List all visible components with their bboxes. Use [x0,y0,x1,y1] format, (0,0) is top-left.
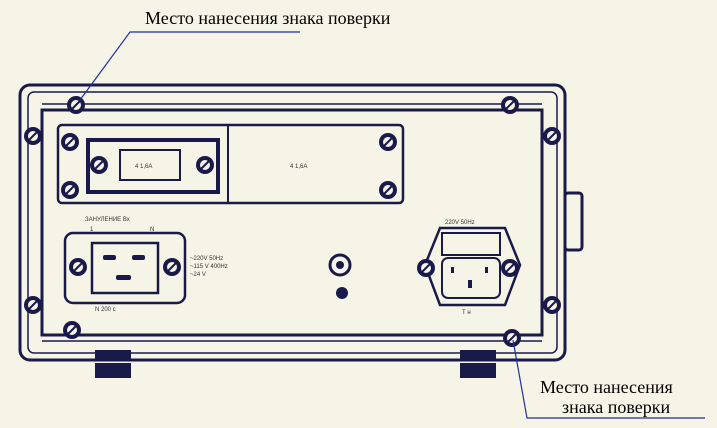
case-outline [18,83,567,362]
inner-panel [40,108,544,337]
fuse-holder [86,138,220,194]
input-bottom-label: Т н [462,310,471,316]
pin-label: 1 [90,227,94,233]
spec-text: ~24 V [190,272,206,278]
callout-line-bottom [512,339,705,419]
callout-bottom-line2: знака поверки [562,397,671,417]
pin-label: N [150,227,154,233]
power-inlet-socket [416,226,522,307]
output-bottom-label: N 200 с [95,307,116,313]
side-handle [563,191,584,252]
fuse-right-label: 4 1,6A [290,164,307,170]
foot-right [460,350,496,378]
output-socket [63,231,187,305]
fuse-left-label: 4 1,6A [135,164,152,170]
spec-text: ~115 V 400Hz [190,264,228,270]
callout-top: Место нанесения знака поверки [145,8,391,28]
foot-left [95,350,131,378]
callout-bottom-line1: Место нанесения [540,377,673,397]
output-title: ЗАНУЛЕНИЕ Вх [85,217,130,223]
ground-terminal [328,253,352,299]
spec-text: ~220V 50Hz [190,256,223,262]
input-spec: 220V 50Hz [445,220,475,226]
callout-line-top [79,31,300,101]
fuse-cover-plate [56,123,405,205]
